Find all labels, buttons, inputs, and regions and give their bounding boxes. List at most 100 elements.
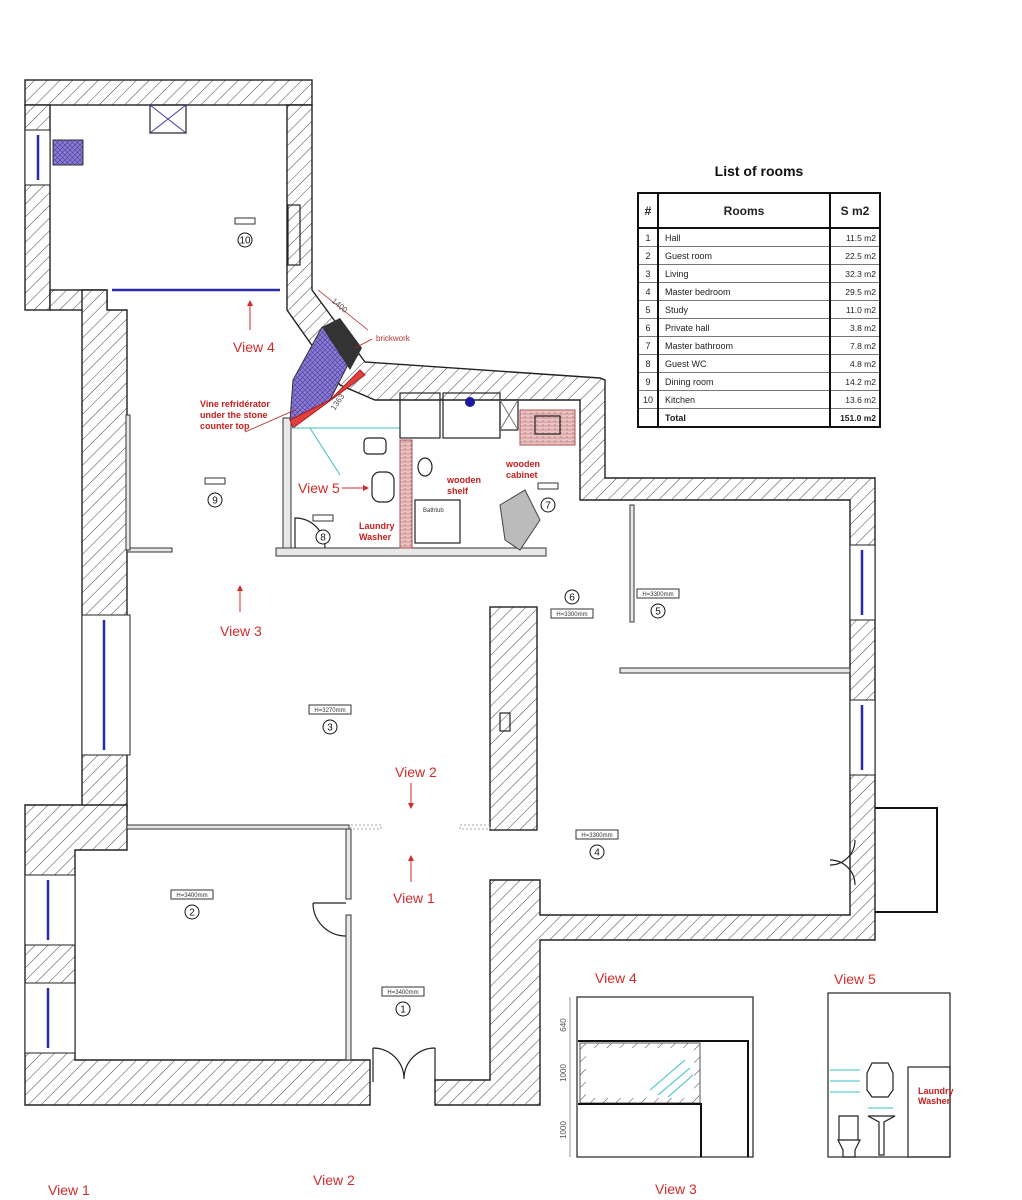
shower-drain bbox=[465, 397, 475, 407]
room-number-circle bbox=[395, 1001, 411, 1017]
room-number: 7 bbox=[637, 336, 659, 355]
stone-counter-top bbox=[289, 369, 366, 429]
wooden-shelf-label: shelf bbox=[447, 486, 469, 496]
dimension-1400: 1400 bbox=[330, 296, 350, 315]
sink-icon bbox=[371, 471, 395, 503]
room-marker-7: 7 bbox=[537, 482, 559, 513]
room-name: Hall bbox=[657, 227, 831, 247]
wooden-cabinet bbox=[519, 409, 576, 446]
room-area: 7.8 m2 bbox=[829, 336, 881, 355]
pedestal-sink bbox=[867, 1115, 896, 1156]
study-partition bbox=[619, 667, 851, 674]
view-markers: View 4 View 3 View 5 View 2 View 1 bbox=[220, 300, 437, 906]
view-4-dim: 1000 bbox=[559, 1064, 568, 1082]
room-number: 3 bbox=[327, 723, 333, 734]
room-number: 9 bbox=[637, 372, 659, 391]
room-number: 8 bbox=[637, 354, 659, 373]
annotations: Vine refridérator under the stone counte… bbox=[200, 399, 540, 542]
room-marker-1: 1 H=3400mm bbox=[381, 986, 425, 1017]
view-4-title: View 4 bbox=[595, 970, 637, 986]
total-num bbox=[637, 408, 659, 428]
room-number: 2 bbox=[637, 246, 659, 265]
col-area: S m2 bbox=[829, 192, 881, 229]
room-number: 8 bbox=[320, 533, 326, 544]
shower bbox=[399, 392, 441, 439]
toilet-icon bbox=[363, 437, 387, 455]
room-name: Kitchen bbox=[657, 390, 831, 409]
guest-room-door bbox=[312, 902, 347, 937]
view-3-marker: View 3 bbox=[220, 623, 262, 639]
room-name: Study bbox=[657, 300, 831, 319]
dining-partition bbox=[125, 414, 131, 551]
mirror bbox=[866, 1062, 894, 1098]
view-1-label: View 1 bbox=[48, 1182, 90, 1198]
kitchen-counter bbox=[287, 204, 301, 266]
room-area: 14.2 m2 bbox=[829, 372, 881, 391]
room-number: 1 bbox=[637, 227, 659, 247]
ceiling-height: H=3400mm bbox=[387, 990, 418, 996]
room-number-circle bbox=[322, 719, 338, 735]
balcony-door bbox=[829, 839, 856, 886]
view-1-marker: View 1 bbox=[393, 890, 435, 906]
view-3-label: View 3 bbox=[655, 1181, 697, 1197]
room-number: 1 bbox=[400, 1005, 406, 1016]
total-area: 151.0 m2 bbox=[829, 408, 881, 428]
room-markers: 1H=3400mm2H=3400mm3H=3270mm4H=3300mm5H=3… bbox=[170, 217, 680, 1017]
room-number: 10 bbox=[637, 390, 659, 409]
bath-bottom-wall bbox=[275, 547, 547, 557]
room-list-title: List of rooms bbox=[714, 163, 804, 179]
brickwork-label: brickwork bbox=[376, 334, 411, 343]
room-area: 13.6 m2 bbox=[829, 390, 881, 409]
central-column-wall bbox=[489, 606, 538, 831]
room-number: 3 bbox=[637, 264, 659, 283]
room-area: 29.5 m2 bbox=[829, 282, 881, 301]
room-marker-2: 2 H=3400mm bbox=[170, 889, 214, 920]
wooden-shelf-label: wooden bbox=[446, 475, 481, 485]
room-name: Guest WC bbox=[657, 354, 831, 373]
view-5-washer: Washer bbox=[918, 1096, 951, 1106]
room-area: 4.8 m2 bbox=[829, 354, 881, 373]
view-4-elevation: View 4 640 1000 1000 bbox=[559, 970, 754, 1158]
room-marker-3: 3H=3270mm bbox=[308, 704, 352, 735]
bathtub bbox=[414, 499, 461, 544]
room-number: 5 bbox=[655, 607, 661, 618]
guest-room-partition bbox=[345, 828, 352, 900]
wooden-cabinet-label: cabinet bbox=[506, 470, 538, 480]
ceiling-height: H=3400mm bbox=[176, 893, 207, 899]
view-5-laundry: Laundry bbox=[918, 1086, 954, 1096]
toilet-elevation bbox=[837, 1115, 861, 1158]
ceiling-height: H=3300mm bbox=[556, 612, 587, 618]
column-niche bbox=[499, 712, 511, 732]
room-number: 2 bbox=[189, 908, 195, 919]
wine-fridge-label: under the stone bbox=[200, 410, 268, 420]
room-marker-10: 10 bbox=[234, 217, 256, 248]
bath-corner-unit bbox=[499, 489, 541, 551]
walls: Bathtub 1400 1363 brickwork bbox=[24, 79, 938, 1106]
kitchen-top-wall bbox=[24, 79, 313, 106]
view-4-dim: 1000 bbox=[559, 1121, 568, 1139]
guest-room-partition bbox=[126, 824, 350, 830]
room-area: 11.0 m2 bbox=[829, 300, 881, 319]
room-name: Living bbox=[657, 264, 831, 283]
room-number-circle bbox=[237, 232, 253, 248]
room-area: 32.3 m2 bbox=[829, 264, 881, 283]
room-marker-6: 6H=3300mm bbox=[550, 589, 594, 619]
wooden-shelf bbox=[399, 439, 413, 549]
view-5-elevation: View 5 Laundry Washer bbox=[827, 971, 954, 1158]
room-number-circle bbox=[564, 589, 580, 605]
ceiling-height: H=3300mm bbox=[642, 592, 673, 598]
room-marker-9: 9 bbox=[204, 477, 226, 508]
room-number: 7 bbox=[545, 501, 551, 512]
kitchen-appliance bbox=[52, 139, 84, 166]
bathtub-label: Bathtub bbox=[423, 508, 444, 514]
